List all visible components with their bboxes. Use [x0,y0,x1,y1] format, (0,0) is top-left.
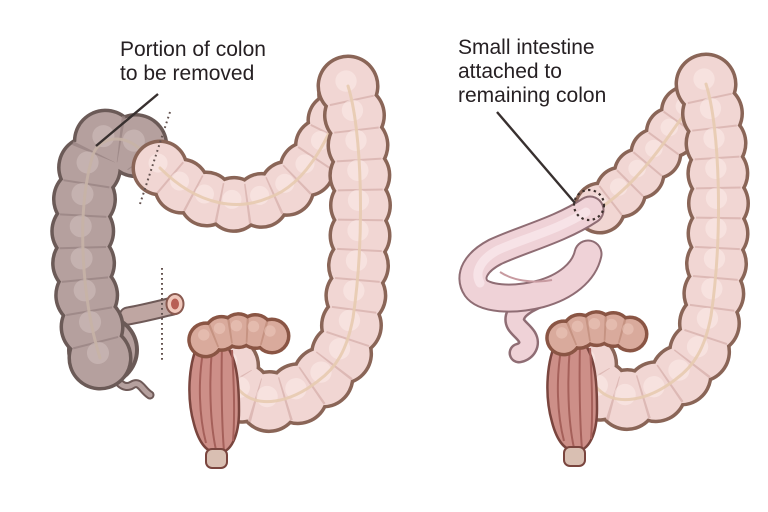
label-line: to be removed [120,62,255,85]
label-line: Small intestine [458,36,595,59]
label-portion-to-be-removed: Portion of colon to be removed [120,38,266,86]
removed-ascending-colon [50,106,183,391]
label-line: remaining colon [458,84,607,107]
distal-colon-left [189,81,360,468]
anastomosis-stitches [572,188,606,222]
leader-line-left [95,93,159,147]
panel-after-anastomosis [458,79,719,466]
small-intestine-loop [458,195,605,313]
label-line: attached to [458,60,562,83]
leader-line-right [496,111,576,204]
ileum-cut-lumen [171,298,179,310]
transverse-colon [131,59,377,233]
cut-line-transverse [139,111,171,205]
label-line: Portion of colon [120,38,266,61]
panel-before-resection [50,59,377,468]
intestine-crease [499,271,553,283]
label-small-intestine-attached: Small intestine attached to remaining co… [458,36,606,108]
